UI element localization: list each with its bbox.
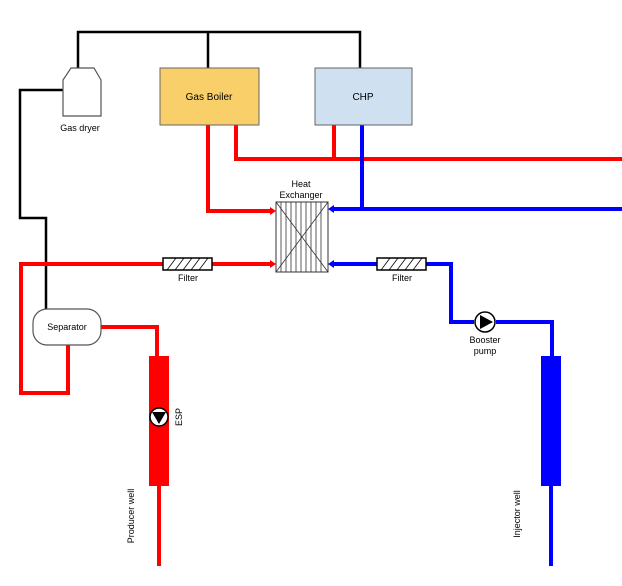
heat-exchanger-label-line2: Exchanger bbox=[279, 190, 322, 200]
heat-exchanger-hatching bbox=[275, 201, 329, 273]
gas-lines bbox=[18, 30, 362, 310]
gas-line-dryer-to-separator bbox=[18, 88, 64, 310]
cold-line-filter-to-pump bbox=[426, 262, 474, 324]
hot-line-filter-to-separator bbox=[19, 262, 163, 395]
producer-well-label: Producer well bbox=[126, 489, 136, 544]
booster-pump-arrow bbox=[480, 315, 493, 329]
chp: CHP bbox=[314, 67, 413, 126]
gas-boiler-box bbox=[159, 67, 260, 126]
esp-pump-arrow bbox=[152, 412, 166, 424]
hot-line-separator-to-well bbox=[101, 325, 159, 356]
booster-pump: Booster pump bbox=[469, 311, 501, 356]
filter-right-label: Filter bbox=[392, 273, 412, 283]
hot-lines bbox=[19, 125, 622, 566]
booster-pump-label-line2: pump bbox=[474, 346, 497, 356]
gas-dryer-vessel bbox=[62, 67, 102, 117]
hot-line-boiler-to-district bbox=[234, 125, 622, 161]
gas-boiler-label: Gas Boiler bbox=[186, 92, 233, 103]
booster-pump-label-line1: Booster bbox=[469, 335, 500, 345]
chp-label: CHP bbox=[352, 92, 373, 103]
producer-well: ESP Producer well bbox=[126, 356, 184, 543]
injector-well-casing bbox=[541, 356, 561, 486]
separator-vessel bbox=[32, 308, 102, 346]
chp-box bbox=[314, 67, 413, 126]
cold-line-pump-to-well bbox=[496, 320, 554, 356]
gas-line-to-dryer bbox=[76, 30, 362, 73]
injector-well: Injector well bbox=[512, 356, 561, 538]
heat-exchanger-arrows bbox=[270, 205, 334, 268]
gas-dryer: Gas dryer bbox=[60, 67, 102, 133]
separator-label: Separator bbox=[47, 322, 87, 332]
filter-left-label: Filter bbox=[178, 273, 198, 283]
esp-label: ESP bbox=[174, 408, 184, 426]
heat-exchanger-label-line1: Heat bbox=[291, 179, 311, 189]
gas-dryer-label: Gas dryer bbox=[60, 123, 100, 133]
hot-line-boiler-to-hx bbox=[206, 125, 272, 213]
heat-exchanger: Heat Exchanger bbox=[270, 179, 334, 273]
filter-left: Filter bbox=[162, 257, 213, 283]
filter-right: Filter bbox=[376, 257, 427, 283]
cold-lines bbox=[331, 125, 622, 566]
separator: Separator bbox=[32, 308, 102, 346]
gas-boiler: Gas Boiler bbox=[159, 67, 260, 126]
injector-well-label: Injector well bbox=[512, 490, 522, 538]
